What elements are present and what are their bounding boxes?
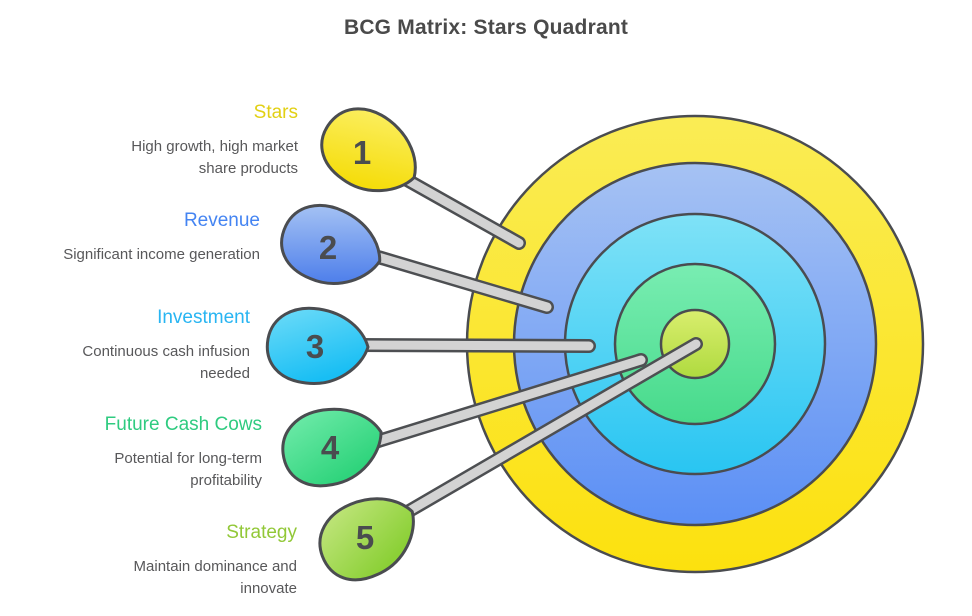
pin-head-1 xyxy=(320,107,417,193)
pin-head-3 xyxy=(265,306,370,386)
pin-number-2: 2 xyxy=(319,229,337,266)
label-title-revenue: Revenue xyxy=(183,210,260,231)
pin-number-5: 5 xyxy=(356,519,374,556)
pin-numbers: 1 2 3 4 5 xyxy=(306,134,374,556)
label-block-revenue: Revenue Significant income generation xyxy=(40,209,260,266)
pin-number-1: 1 xyxy=(353,134,371,171)
label-desc-stars: High growth, high market share products xyxy=(131,138,298,177)
pin-heads xyxy=(265,107,417,582)
page-title: BCG Matrix: Stars Quadrant xyxy=(343,16,629,39)
pin-sticks xyxy=(351,169,703,521)
pin-stick-4 xyxy=(365,353,648,450)
pin-number-4: 4 xyxy=(321,429,340,466)
label-title-future-cash-cows: Future Cash Cows xyxy=(104,414,262,435)
label-title-stars: Stars xyxy=(253,102,298,123)
pin-head-5 xyxy=(318,497,415,582)
pin-stick-5 xyxy=(397,337,703,521)
label-block-investment: Investment Continuous cash infusion need… xyxy=(60,306,250,385)
label-block-future-cash-cows: Future Cash Cows Potential for long-term… xyxy=(87,413,262,492)
label-title-investment: Investment xyxy=(157,307,250,328)
label-block-stars: Stars High growth, high market share pro… xyxy=(113,101,298,180)
pin-head-4 xyxy=(281,407,383,488)
pin-stick-2 xyxy=(361,247,554,314)
pin-stick-1 xyxy=(393,169,526,250)
label-title-strategy: Strategy xyxy=(226,522,297,543)
label-desc-revenue: Significant income generation xyxy=(63,246,260,263)
pin-head-2 xyxy=(280,203,382,285)
label-desc-strategy: Maintain dominance and innovate xyxy=(133,558,297,597)
label-block-strategy: Strategy Maintain dominance and innovate xyxy=(102,521,297,600)
pin-stick-3 xyxy=(351,338,596,353)
label-desc-future-cash-cows: Potential for long-term profitability xyxy=(114,450,262,489)
pin-number-3: 3 xyxy=(306,328,324,365)
label-desc-investment: Continuous cash infusion needed xyxy=(82,343,250,382)
